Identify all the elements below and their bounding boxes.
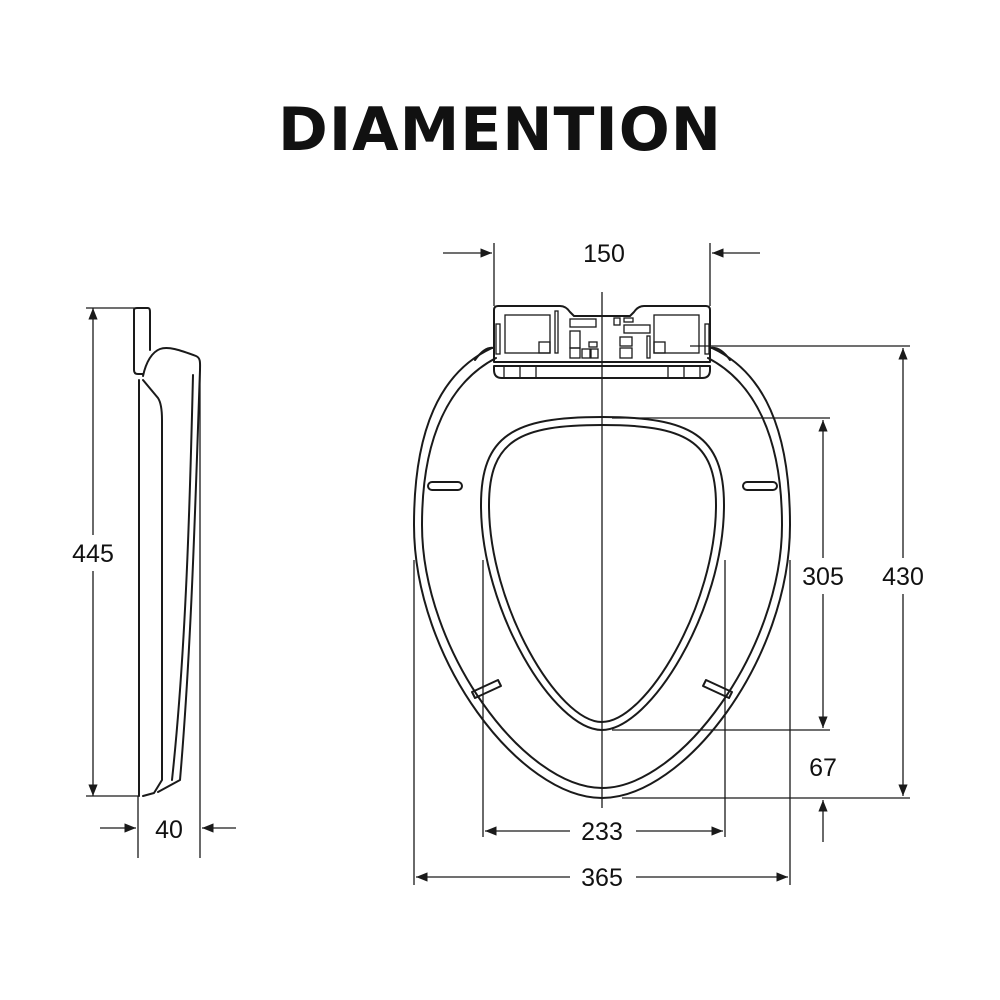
label-67: 67 (809, 754, 837, 782)
diagram-title: DIAMENTION (278, 95, 722, 165)
label-40: 40 (155, 816, 183, 844)
label-445: 445 (72, 540, 114, 568)
label-430: 430 (882, 563, 924, 591)
front-view: 150 430 305 67 233 365 (413, 240, 933, 895)
label-305: 305 (802, 563, 844, 591)
label-150: 150 (583, 240, 625, 268)
side-view: 445 40 (50, 307, 236, 858)
label-233: 233 (581, 818, 623, 846)
label-365: 365 (581, 864, 623, 892)
